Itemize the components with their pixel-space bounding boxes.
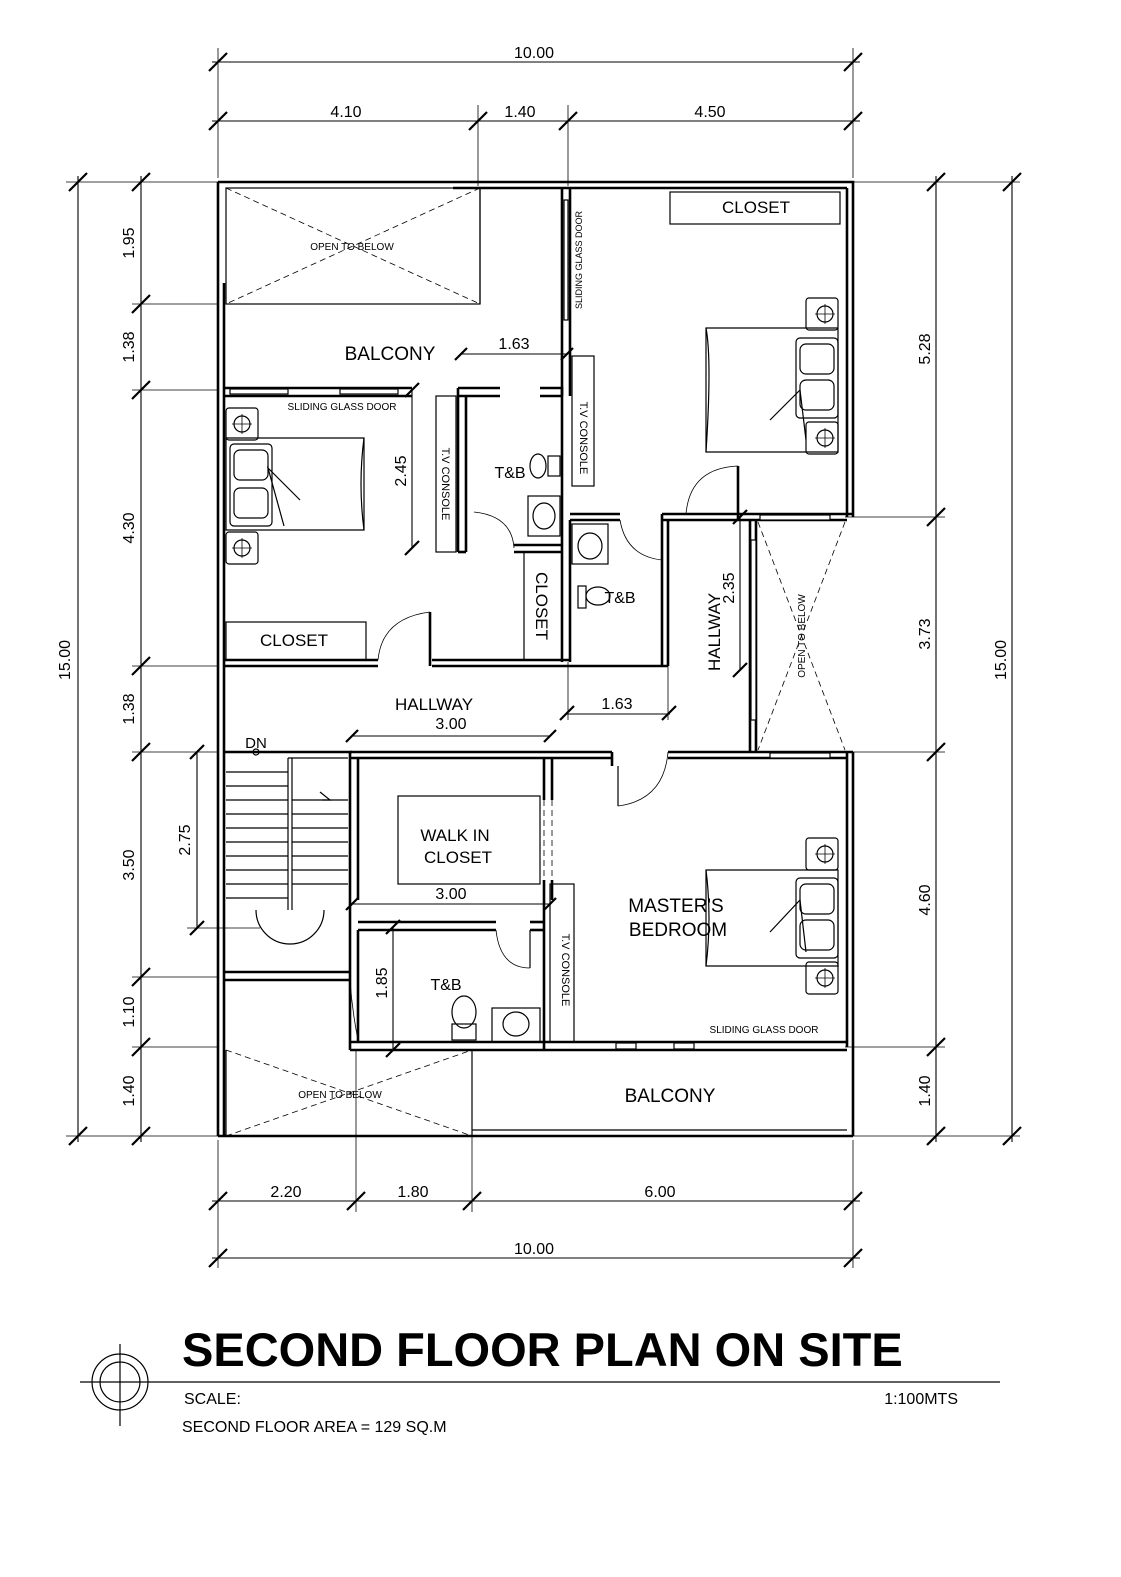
label-tv-console-right: T.V CONSOLE [577, 402, 589, 475]
room-labels: OPEN TO BELOW BALCONY CLOSET SLIDING GLA… [245, 191, 841, 1107]
dim-right-seg-1: 5.28 [917, 333, 934, 364]
label-tb-middle: T&B [604, 590, 635, 607]
dim-left-seg-7: 1.40 [121, 1075, 138, 1106]
label-open-below-top: OPEN TO BELOW [310, 242, 394, 253]
dim-top-seg-3: 4.50 [694, 104, 725, 121]
scale-value: 1:100MTS [884, 1391, 958, 1408]
dim-left-seg-4: 1.38 [121, 693, 138, 724]
dim-bottom-seg-2: 1.80 [397, 1184, 428, 1201]
scale-label: SCALE: [184, 1391, 241, 1408]
dim-top-total: 10.00 [514, 45, 554, 62]
dim-bedroom-depth: 2.45 [393, 455, 410, 486]
dim-left-seg-2: 1.38 [121, 331, 138, 362]
label-tv-console-master: T.V CONSOLE [559, 934, 571, 1007]
dim-closet-width: 3.00 [435, 886, 466, 903]
label-hallway-vertical: HALLWAY [705, 593, 724, 671]
dim-bottom-seg-1: 2.20 [270, 1184, 301, 1201]
label-tb-lower: T&B [430, 977, 461, 994]
label-tv-console-left: T.V CONSOLE [439, 448, 451, 521]
label-balcony-bottom: BALCONY [625, 1086, 716, 1107]
walls [216, 180, 855, 1138]
dim-stair-run: 2.75 [177, 824, 194, 855]
label-balcony-top: BALCONY [345, 344, 436, 365]
label-sliding-door-left: SLIDING GLASS DOOR [288, 402, 397, 413]
label-closet-vertical: CLOSET [532, 572, 551, 640]
dim-left-seg-6: 1.10 [121, 996, 138, 1027]
dim-left-seg-1: 1.95 [121, 227, 138, 258]
label-masters-bedroom-2: BEDROOM [629, 920, 727, 941]
label-sliding-door-vertical: SLIDING GLASS DOOR [574, 210, 584, 309]
dim-hallway-length: 3.00 [435, 716, 466, 733]
door-swings [349, 465, 739, 1041]
label-tb-upper: T&B [494, 465, 525, 482]
dim-left-seg-3: 4.30 [121, 512, 138, 543]
label-stair-down: DN [245, 735, 267, 752]
dim-right-seg-4: 1.40 [917, 1075, 934, 1106]
label-closet-top-right: CLOSET [722, 198, 790, 217]
label-walk-in-closet-1: WALK IN [420, 826, 489, 845]
title-block: SECOND FLOOR PLAN ON SITE SCALE: 1:100MT… [80, 1323, 1000, 1436]
dim-right-total: 15.00 [993, 640, 1010, 680]
dim-bottom-seg-3: 6.00 [644, 1184, 675, 1201]
bed-master [705, 837, 839, 995]
bed-upper-right [705, 297, 839, 455]
label-closet-left: CLOSET [260, 631, 328, 650]
dim-top-seg-2: 1.40 [504, 104, 535, 121]
floor-area-text: SECOND FLOOR AREA = 129 SQ.M [182, 1419, 447, 1436]
label-walk-in-closet-2: CLOSET [424, 848, 492, 867]
bed-left [225, 407, 365, 565]
dim-bottom-total: 10.00 [514, 1241, 554, 1258]
dim-right-seg-3: 4.60 [917, 884, 934, 915]
dim-tb-depth: 1.85 [374, 967, 391, 998]
label-sliding-door-master: SLIDING GLASS DOOR [710, 1025, 819, 1036]
dim-hallway-offset: 1.63 [601, 696, 632, 713]
label-hallway-main: HALLWAY [395, 695, 473, 714]
dim-left-seg-5: 3.50 [121, 849, 138, 880]
open-to-below-zones [225, 187, 846, 1137]
label-open-below-bottom: OPEN TO BELOW [298, 1090, 382, 1101]
staircase [226, 748, 348, 945]
sheet-title: SECOND FLOOR PLAN ON SITE [182, 1323, 903, 1376]
label-open-below-right: OPEN TO BELOW [797, 594, 808, 678]
dim-hallway-height: 2.35 [721, 572, 738, 603]
dimension-text: 10.00 4.10 1.40 4.50 2.20 1.80 6.00 10.0… [57, 45, 1010, 1258]
label-masters-bedroom-1: MASTER'S [628, 896, 723, 917]
dim-left-total: 15.00 [57, 640, 74, 680]
dimension-lines [66, 48, 1022, 1268]
dim-balcony-width: 1.63 [498, 336, 529, 353]
dim-right-seg-2: 3.73 [917, 618, 934, 649]
dim-top-seg-1: 4.10 [330, 104, 361, 121]
fixtures [225, 297, 839, 1043]
